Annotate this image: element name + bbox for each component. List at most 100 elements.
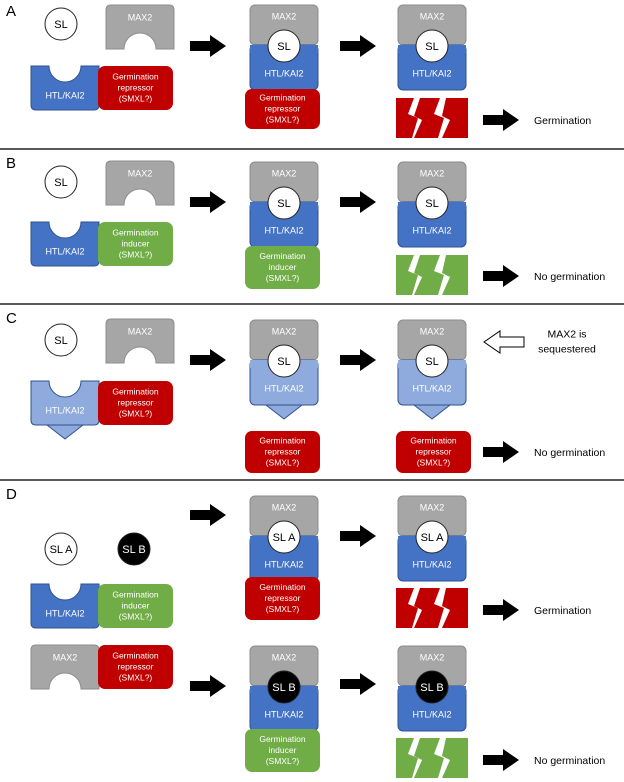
protein-label: (SMXL?): [266, 273, 300, 283]
receptor-label: HTL/KAI2: [264, 559, 303, 569]
fragment: [396, 588, 418, 628]
receptor-triangle: [412, 404, 452, 420]
receptor-label: HTL/KAI2: [412, 559, 451, 569]
max2-label: MAX2: [420, 11, 445, 21]
fragment: [396, 738, 418, 778]
protein-label: Germination: [112, 71, 159, 81]
max2-label: MAX2: [128, 326, 153, 336]
max2-label: MAX2: [53, 652, 78, 662]
protein-label: inducer: [122, 238, 150, 248]
max2-label: MAX2: [128, 168, 153, 178]
panel-a-arrow-3: [483, 109, 519, 131]
protein-label: repressor: [416, 446, 452, 456]
ligand-circle: [415, 186, 449, 220]
ligand-label: SL A: [421, 532, 444, 544]
ligand-label: SL: [277, 41, 290, 53]
receptor-label: HTL/KAI2: [45, 246, 84, 256]
panel-c-arrow-2: [340, 349, 376, 371]
max2-label: MAX2: [272, 502, 297, 512]
max2-shape: [105, 318, 175, 364]
panel-c-hollow-arrow: [483, 330, 525, 354]
panel-d-arrow-4: [190, 675, 226, 697]
panel-d-degraded-red: [396, 588, 468, 628]
panel-a-arrow-2: [340, 35, 376, 57]
max2-shape: [105, 4, 175, 50]
ligand-label: SL B: [420, 682, 443, 694]
panel-d-outcome-top: Germination: [534, 605, 591, 617]
ligand-circle: [267, 186, 301, 220]
panel-d-arrow-2: [340, 525, 376, 547]
ligand-circle: [267, 344, 301, 378]
panel-d-arrow-3: [483, 599, 519, 621]
protein-label: Germination: [410, 435, 457, 445]
receptor-label: HTL/KAI2: [412, 383, 451, 393]
protein-label: Germination: [112, 227, 159, 237]
protein-box: [98, 584, 173, 628]
receptor-shape: [30, 221, 100, 267]
protein-label: Germination: [112, 589, 159, 599]
max2-label: MAX2: [272, 326, 297, 336]
panel-c-outcome: No germination: [534, 447, 605, 459]
panel-b-degraded: [396, 255, 468, 295]
receptor-label: HTL/KAI2: [264, 68, 303, 78]
receptor-label: HTL/KAI2: [264, 709, 303, 719]
protein-label: Germination: [259, 734, 306, 744]
panel-c-arrow-3: [483, 441, 519, 463]
panel-d-arrow-1: [190, 504, 226, 526]
panel-c-note: sequestered: [538, 343, 596, 355]
panel-c-max2: MAX2: [105, 318, 175, 364]
panel-a-degraded: [396, 98, 468, 138]
panel-c-letter: C: [6, 310, 17, 327]
protein-box: [98, 66, 173, 110]
protein-box: [396, 431, 471, 473]
receptor-label: HTL/KAI2: [412, 709, 451, 719]
ligand-label: SL A: [273, 532, 296, 544]
panel-a-max2: MAX2: [105, 4, 175, 50]
protein-label: (SMXL?): [266, 756, 300, 766]
ligand-label: SL: [277, 356, 290, 368]
fragment: [442, 588, 468, 628]
ligand-label: SL: [425, 356, 438, 368]
protein-box: [245, 246, 320, 289]
ligand-circle: [415, 344, 449, 378]
protein-label: repressor: [265, 593, 301, 603]
max2-label: MAX2: [420, 652, 445, 662]
receptor-shape: [30, 65, 100, 111]
ligand-label: SL A: [50, 544, 73, 556]
panel-a-sl: SL: [44, 7, 78, 41]
panel-c-receptor: HTL/KAI2: [30, 380, 100, 440]
protein-label: repressor: [118, 82, 154, 92]
ligand-label: SL: [425, 198, 438, 210]
protein-label: Germination: [112, 386, 159, 396]
panel-d-sl-a: SL A: [44, 532, 78, 566]
protein-label: repressor: [118, 661, 154, 671]
fragment: [442, 98, 468, 138]
panel-b-max2: MAX2: [105, 160, 175, 206]
protein-label: inducer: [269, 745, 297, 755]
protein-label: (SMXL?): [119, 249, 153, 259]
ligand-circle: [44, 165, 78, 199]
protein-label: (SMXL?): [119, 611, 153, 621]
protein-box: [98, 381, 173, 425]
protein-label: (SMXL?): [266, 114, 300, 124]
protein-box: [245, 431, 320, 473]
ligand-label: SL: [54, 335, 67, 347]
protein-box: [245, 729, 320, 772]
panel-b-arrow-3: [483, 265, 519, 287]
ligand-label: SL: [277, 198, 290, 210]
max2-label: MAX2: [272, 168, 297, 178]
protein-label: (SMXL?): [119, 408, 153, 418]
panel-d-degraded-green: [396, 738, 468, 778]
